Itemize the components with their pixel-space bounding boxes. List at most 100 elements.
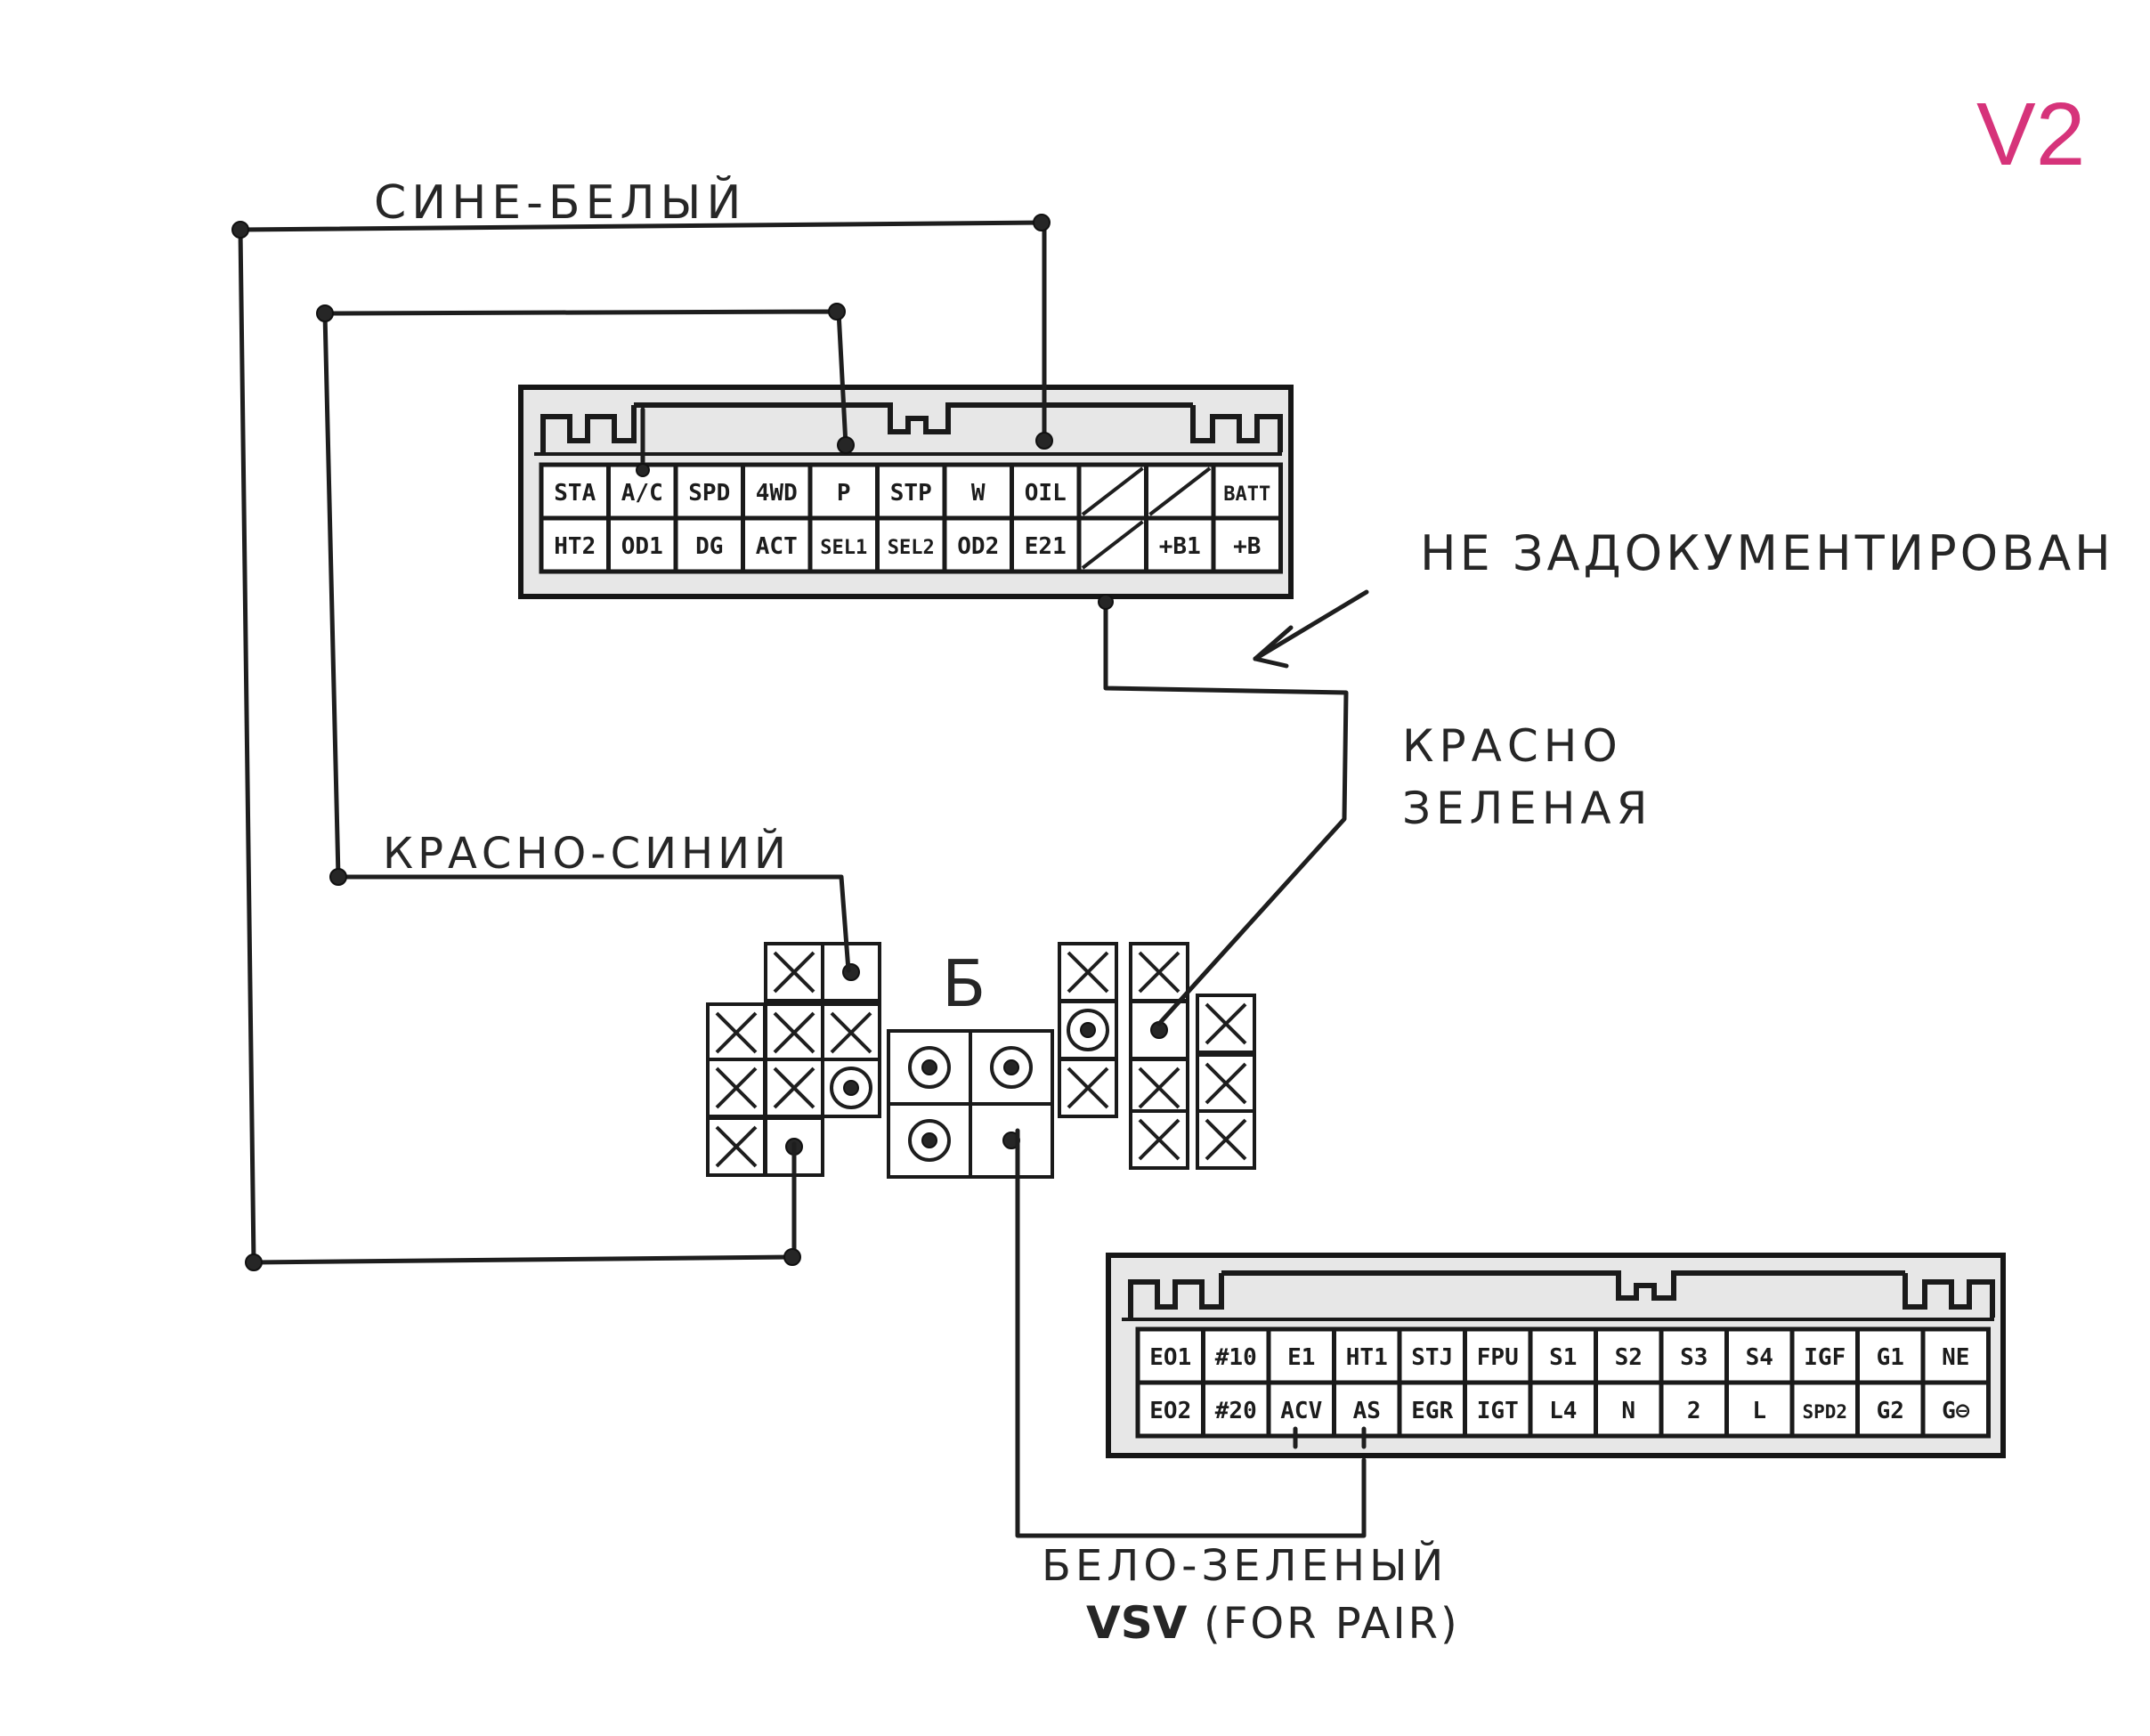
- block-pin-cross-mark: [773, 1011, 815, 1054]
- bottom-pin-row2-2: [1266, 1380, 1336, 1439]
- block-pin-wired-dot: [842, 963, 860, 981]
- block-pin-cross-mark: [1138, 951, 1180, 994]
- wire-label-red-green-2: ЗЕЛЕНАЯ: [1402, 783, 1652, 834]
- block-pin-terminal-dot: [1080, 1022, 1096, 1038]
- bottom-pin-label: SPD2: [1802, 1401, 1847, 1423]
- block-label: Б: [942, 946, 986, 1021]
- block-pin-cross-mark: [1138, 1118, 1180, 1161]
- block-b-pins: [706, 942, 1256, 1179]
- bottom-pin-label: EGR: [1411, 1398, 1453, 1424]
- top-pin-row1-4: [807, 462, 880, 521]
- bottom-pin-label: FPU: [1477, 1344, 1519, 1371]
- block-pin-terminal-dot: [1003, 1059, 1019, 1075]
- block-pin-terminal-dot: [921, 1132, 937, 1148]
- block-pin-cross-mark: [1067, 951, 1109, 994]
- block-pin-cross-mark: [715, 1011, 758, 1054]
- block-pin-cross-mark: [1205, 1062, 1247, 1105]
- bottom-pin-label: EO1: [1149, 1344, 1191, 1371]
- top-pin-label: SEL1: [820, 537, 867, 559]
- bottom-pin-label: STJ: [1411, 1344, 1453, 1371]
- bottom-pin-row2-3: [1332, 1380, 1402, 1439]
- top-pin-label: +B1: [1159, 533, 1201, 560]
- wire-white-green: [1015, 1128, 1367, 1538]
- bottom-pin-label: S2: [1615, 1344, 1643, 1371]
- bottom-pin-row1-11: [1855, 1326, 1926, 1385]
- block-pin-cross-mark: [1205, 1118, 1247, 1161]
- bottom-pin-row2-0: [1135, 1380, 1205, 1439]
- block-pin-cross-mark: [773, 951, 815, 994]
- wires: [238, 220, 1367, 1538]
- top-pin-label: ACT: [756, 533, 798, 560]
- block-pin-cross-mark: [830, 1011, 872, 1054]
- top-pin-row2-9: [1144, 515, 1216, 574]
- bottom-pin-label: HT1: [1346, 1344, 1388, 1371]
- wire-red-blue: [322, 309, 851, 973]
- top-pin-label: 4WD: [756, 480, 798, 507]
- vsv-note: (FOR PAIR): [1204, 1599, 1460, 1649]
- bottom-pin-label: E1: [1287, 1344, 1315, 1371]
- block-b-connector: Б: [706, 942, 1256, 1179]
- bottom-pin-label: IGT: [1477, 1398, 1519, 1424]
- top-pin-empty-mark: [1081, 466, 1144, 516]
- top-pin-empty-mark: [1148, 466, 1212, 516]
- bottom-pin-label: G1: [1877, 1344, 1904, 1371]
- block-pin-terminal-dot: [843, 1080, 859, 1096]
- top-pin-label: +B: [1233, 533, 1261, 560]
- version-label: V2: [1976, 85, 2085, 184]
- block-pin-cross-mark: [1067, 1067, 1109, 1109]
- bottom-pin-label: S3: [1680, 1344, 1708, 1371]
- top-pin-label: SEL2: [888, 537, 935, 559]
- top-pin-row1-2: [673, 462, 745, 521]
- block-pin-cross-mark: [715, 1067, 758, 1109]
- bottom-pin-label: S4: [1746, 1344, 1773, 1371]
- bottom-pin-label: L: [1752, 1398, 1766, 1424]
- top-pin-label: W: [971, 480, 986, 507]
- bottom-pin-label: EO2: [1149, 1398, 1191, 1424]
- bottom-pin-label: #10: [1215, 1344, 1257, 1371]
- top-pin-label: OD1: [621, 533, 663, 560]
- top-pin-label: A/C: [621, 480, 663, 507]
- top-pin-label: HT2: [554, 533, 596, 560]
- bottom-pin-label: G2: [1877, 1398, 1904, 1424]
- top-pin-row2-5: [875, 515, 947, 574]
- top-pin-label: BATT: [1223, 483, 1270, 506]
- top-pin-row2-10: [1211, 515, 1283, 574]
- bottom-pin-row2-7: [1594, 1380, 1664, 1439]
- top-pin-label: E21: [1025, 533, 1067, 560]
- top-pin-label: OD2: [957, 533, 999, 560]
- bottom-pin-row1-12: [1920, 1326, 1991, 1385]
- bottom-pin-label: NE: [1942, 1344, 1969, 1371]
- top-pin-label: SPD: [688, 480, 730, 507]
- bottom-pin-label: ACV: [1280, 1398, 1322, 1424]
- wire-blue-white: [238, 220, 1047, 1265]
- block-pin-cross-mark: [1205, 1002, 1247, 1045]
- bottom-pin-row1-2: [1266, 1326, 1336, 1385]
- vsv-label: VSV: [1086, 1597, 1188, 1649]
- block-pin-cross-mark: [1138, 1067, 1180, 1109]
- bottom-pin-label: AS: [1353, 1398, 1381, 1424]
- wire-label-white-green: БЕЛО-ЗЕЛЕНЫЙ: [1042, 1540, 1448, 1591]
- arrow-icon: [1253, 589, 1369, 669]
- top-pin-empty-mark: [1081, 520, 1144, 570]
- top-pin-label: OIL: [1025, 480, 1067, 507]
- bottom-pin-row2-12: [1920, 1380, 1991, 1439]
- wire-label-blue-white: СИНЕ-БЕЛЫЙ: [374, 175, 746, 230]
- block-pin-cross-mark: [715, 1125, 758, 1168]
- bottom-pin-row2-11: [1855, 1380, 1926, 1439]
- bottom-pin-label: N: [1621, 1398, 1635, 1424]
- top-pin-label: DG: [695, 533, 723, 560]
- wire-label-red-green-1: КРАСНО: [1402, 720, 1623, 772]
- top-pin-row1-10: [1211, 462, 1283, 521]
- bottom-pin-row2-4: [1397, 1380, 1467, 1439]
- top-pin-label: P: [837, 480, 851, 507]
- top-pin-label: STP: [890, 480, 932, 507]
- bottom-pin-label: L4: [1549, 1398, 1577, 1424]
- top-pin-row2-6: [942, 515, 1014, 574]
- bottom-pin-label: #20: [1215, 1398, 1257, 1424]
- block-pin-terminal-dot: [921, 1059, 937, 1075]
- bottom-pin-label: 2: [1687, 1398, 1701, 1424]
